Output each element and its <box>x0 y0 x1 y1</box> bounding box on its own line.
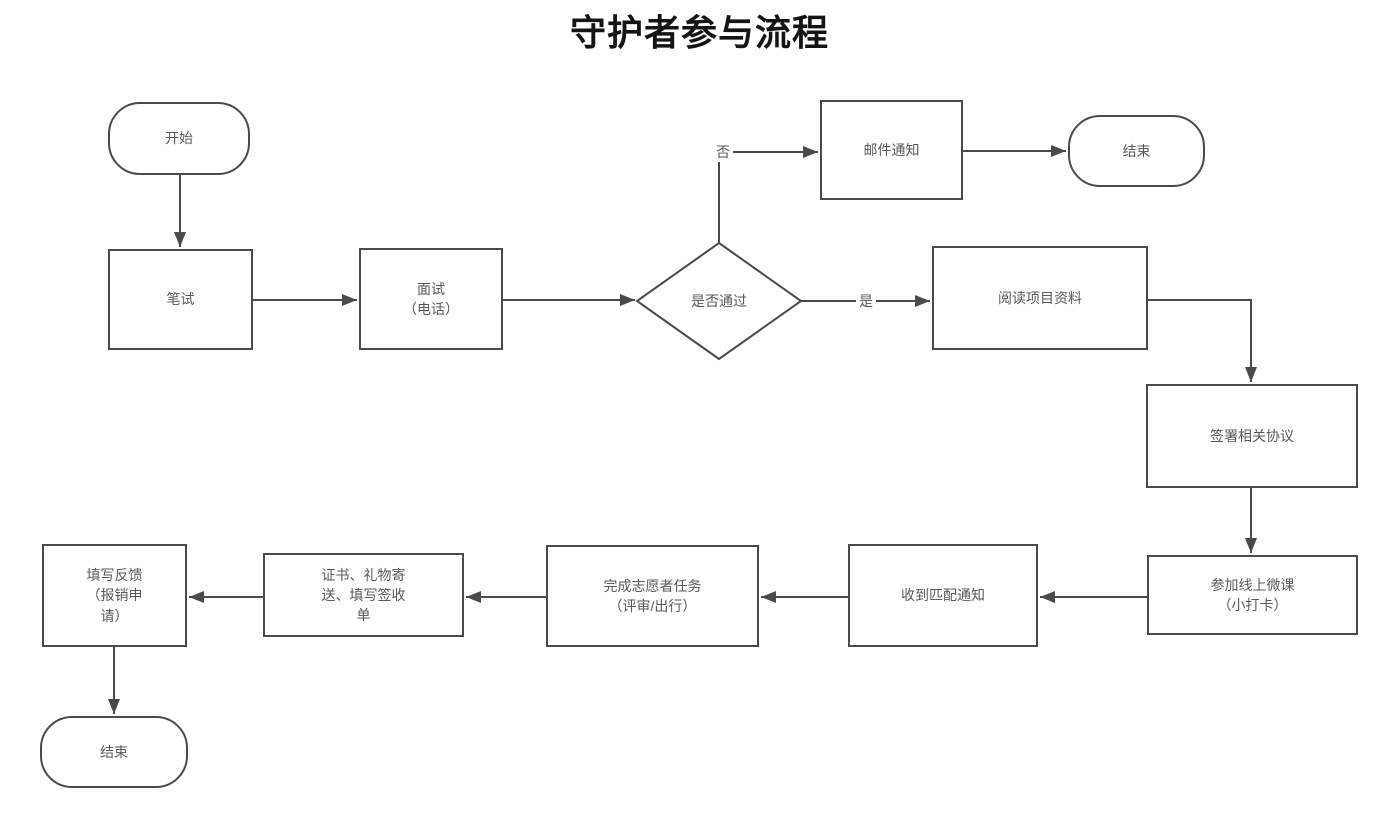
node-pass-decision: 是否通过 <box>691 293 747 309</box>
node-sign-agreements: 签署相关协议 <box>1146 384 1358 488</box>
node-phone-interview: 面试 （电话） <box>359 248 503 350</box>
page-title: 守护者参与流程 <box>569 12 829 53</box>
decision-diamond-shape <box>635 241 803 361</box>
node-written-test: 笔试 <box>108 249 253 350</box>
node-start: 开始 <box>108 102 250 175</box>
branch-label-no: 否 <box>713 142 733 162</box>
branch-label-yes: 是 <box>856 291 876 311</box>
node-read-materials: 阅读项目资料 <box>932 246 1148 350</box>
edge-read-to-sign <box>1148 299 1257 382</box>
node-end-bottom: 结束 <box>40 716 188 788</box>
node-feedback: 填写反馈 （报销申请） <box>42 544 187 647</box>
node-online-course: 参加线上微课 （小打卡） <box>1147 555 1358 635</box>
node-end-top: 结束 <box>1068 115 1205 187</box>
node-volunteer-tasks: 完成志愿者任务 （评审/出行） <box>546 545 759 647</box>
node-certificate-gift: 证书、礼物寄送、填写签收单 <box>263 553 464 637</box>
edge-decision-no-to-email <box>718 146 818 243</box>
node-match-notice: 收到匹配通知 <box>848 544 1038 647</box>
node-email-notice: 邮件通知 <box>820 100 963 200</box>
